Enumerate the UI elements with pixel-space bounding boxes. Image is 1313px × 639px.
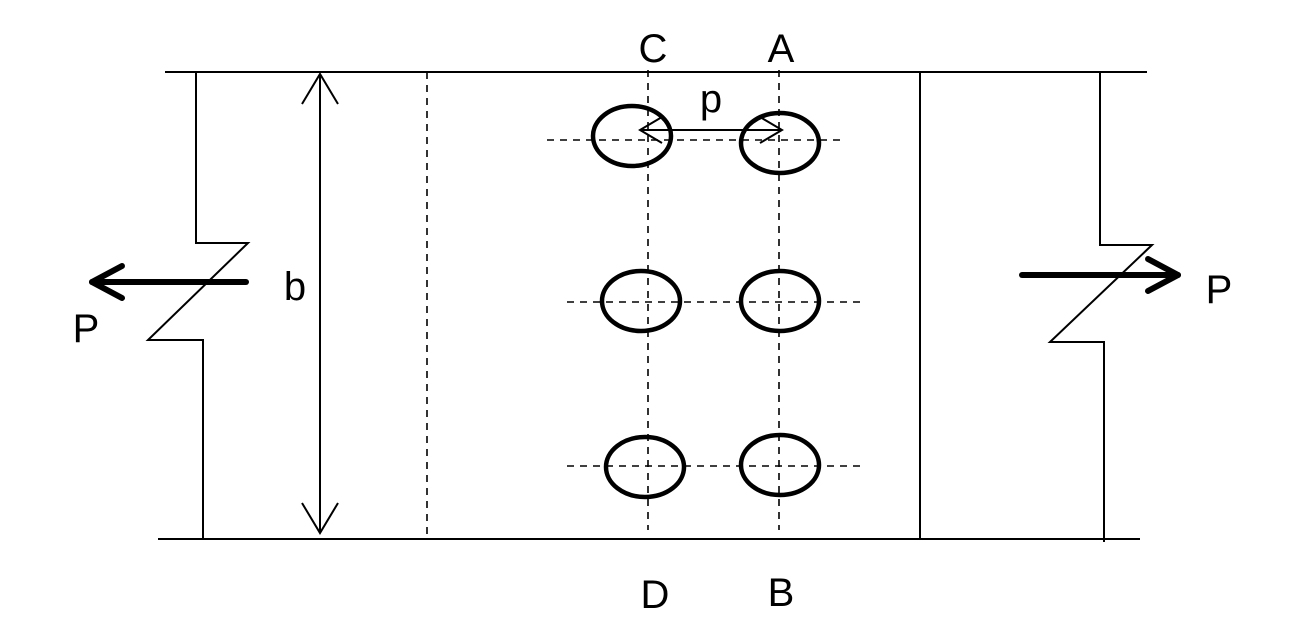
pitch-dimension xyxy=(638,116,784,144)
right-break-line xyxy=(1047,72,1155,542)
width-dimension xyxy=(301,72,339,535)
width-label: b xyxy=(284,265,306,309)
right-load-arrow xyxy=(1019,256,1181,294)
pitch-label: p xyxy=(700,77,722,121)
bolt-hole xyxy=(599,268,683,334)
bolt-hole xyxy=(738,110,822,176)
section-label-a: A xyxy=(768,27,795,71)
bolt-hole xyxy=(603,434,687,500)
left-break-line xyxy=(145,72,251,539)
load-label-left: P xyxy=(73,307,100,351)
bolt-hole xyxy=(738,432,822,498)
left-load-arrow xyxy=(89,263,249,301)
bolt-hole xyxy=(738,268,822,334)
section-label-d: D xyxy=(641,573,670,617)
section-label-b: B xyxy=(768,571,795,615)
load-label-right: P xyxy=(1206,268,1233,312)
bolt-hole xyxy=(590,103,674,169)
section-label-c: C xyxy=(639,27,668,71)
